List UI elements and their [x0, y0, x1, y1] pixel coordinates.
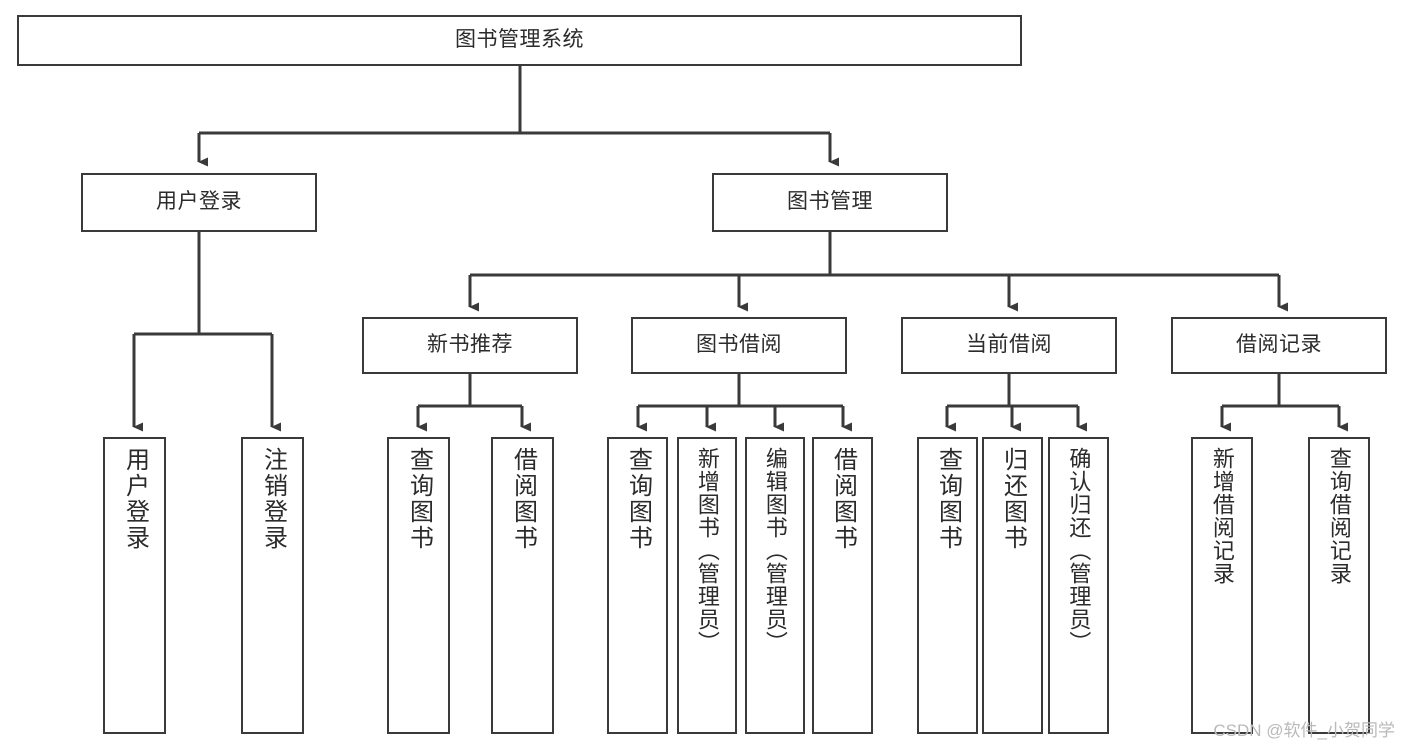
- node-label: 查询图书: [934, 447, 962, 551]
- node-root-system[interactable]: 图书管理系统: [17, 15, 1022, 66]
- leaf-borrow-edit-book[interactable]: 编辑图书（管理员）: [745, 437, 805, 734]
- leaf-user-login-logout[interactable]: 注销登录: [241, 437, 304, 734]
- leaf-borrow-add-book[interactable]: 新增图书（管理员）: [677, 437, 737, 734]
- node-label: 查询借阅记录: [1326, 447, 1352, 585]
- leaf-borrow-borrow-book[interactable]: 借阅图书: [812, 437, 873, 734]
- node-label: 图书管理: [787, 190, 873, 214]
- watermark: CSDN @软件_小贺同学: [1213, 721, 1395, 740]
- node-current-borrow[interactable]: 当前借阅: [901, 317, 1117, 374]
- node-label: 借阅图书: [829, 447, 857, 551]
- node-label: 借阅记录: [1236, 333, 1322, 357]
- node-label: 归还图书: [999, 447, 1027, 551]
- node-label: 用户登录: [156, 190, 242, 214]
- node-label: 编辑图书（管理员）: [762, 447, 788, 654]
- leaf-borrow-query-book[interactable]: 查询图书: [607, 437, 668, 734]
- node-label: 用户登录: [121, 447, 149, 551]
- node-label: 查询图书: [624, 447, 652, 551]
- leaf-current-confirm-return[interactable]: 确认归还（管理员）: [1048, 437, 1109, 734]
- node-label: 图书管理系统: [455, 28, 584, 52]
- node-label: 查询图书: [405, 447, 433, 551]
- node-book-management[interactable]: 图书管理: [712, 173, 948, 232]
- node-label: 图书借阅: [696, 333, 782, 357]
- leaf-new-book-borrow[interactable]: 借阅图书: [491, 437, 554, 734]
- leaf-new-book-query[interactable]: 查询图书: [387, 437, 450, 734]
- node-user-login[interactable]: 用户登录: [81, 173, 317, 232]
- node-borrow-record[interactable]: 借阅记录: [1171, 317, 1387, 374]
- node-label: 当前借阅: [966, 333, 1052, 357]
- leaf-current-return-book[interactable]: 归还图书: [982, 437, 1043, 734]
- node-label: 借阅图书: [509, 447, 537, 551]
- node-label: 新增图书（管理员）: [694, 447, 720, 654]
- node-book-borrow[interactable]: 图书借阅: [631, 317, 847, 374]
- node-label: 新书推荐: [427, 333, 513, 357]
- leaf-user-login-login[interactable]: 用户登录: [103, 437, 166, 734]
- node-label: 确认归还（管理员）: [1066, 447, 1092, 654]
- leaf-record-query-record[interactable]: 查询借阅记录: [1308, 437, 1370, 734]
- node-label: 新增借阅记录: [1209, 447, 1235, 585]
- leaf-record-add-record[interactable]: 新增借阅记录: [1191, 437, 1253, 734]
- node-label: 注销登录: [259, 447, 287, 551]
- node-new-book-recommend[interactable]: 新书推荐: [362, 317, 578, 374]
- leaf-current-query-book[interactable]: 查询图书: [917, 437, 978, 734]
